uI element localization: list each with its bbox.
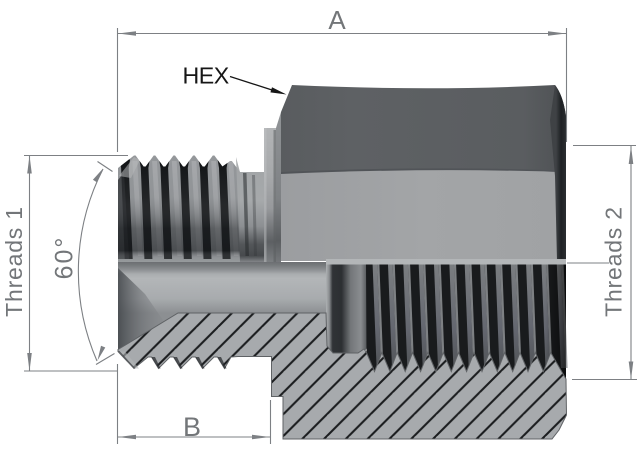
svg-text:Threads 2: Threads 2 (601, 206, 627, 317)
svg-text:A: A (328, 5, 346, 35)
svg-text:B: B (183, 412, 201, 442)
svg-text:HEX: HEX (183, 63, 229, 89)
svg-text:60°: 60° (51, 236, 79, 280)
svg-text:Threads 1: Threads 1 (1, 206, 27, 317)
